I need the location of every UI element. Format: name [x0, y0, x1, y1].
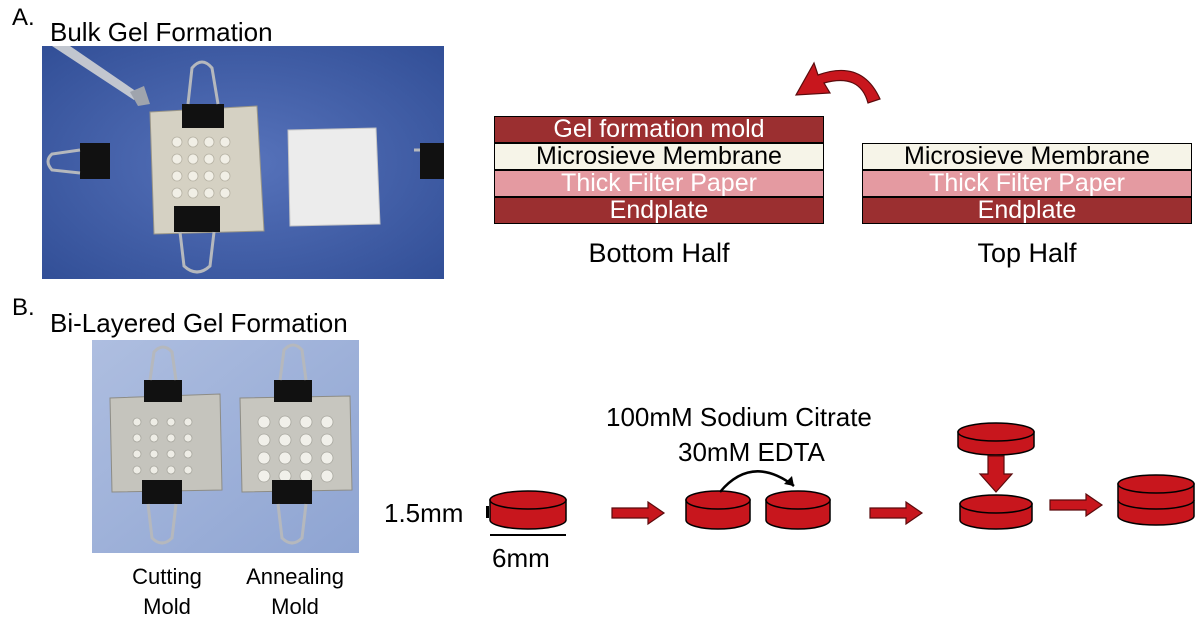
bottom-layer-membrane: Microsieve Membrane — [494, 143, 824, 170]
bilayer-gel-icon — [1118, 475, 1194, 525]
cut-disc-left-icon — [686, 491, 750, 529]
top-half-label: Top Half — [862, 238, 1192, 269]
process-arrow-3-icon — [1050, 494, 1102, 516]
top-layer-endplate: Endplate — [862, 197, 1192, 224]
bottom-layer-endplate: Endplate — [494, 197, 824, 224]
bottom-layer-mold: Gel formation mold — [494, 116, 824, 143]
transfer-arrow-icon — [720, 471, 794, 492]
cutting-mold-label-line2: Mold — [102, 592, 232, 622]
bilayer-process-diagram — [470, 420, 1200, 550]
panel-b-title: Bi-Layered Gel Formation — [50, 310, 348, 336]
height-indicator-icon — [486, 506, 489, 518]
bulk-gel-photo — [42, 46, 444, 279]
panel-b-letter: B. — [12, 296, 35, 320]
bottom-layer-filter-paper: Thick Filter Paper — [494, 170, 824, 197]
panel-a-title: Bulk Gel Formation — [50, 19, 273, 45]
annealing-mold-label: Annealing Mold — [230, 562, 360, 622]
molds-photo — [92, 340, 359, 553]
gel-disc-icon — [490, 491, 566, 529]
cut-disc-right-icon — [766, 491, 830, 529]
cutting-mold-label: Cutting Mold — [102, 562, 232, 622]
height-label: 1.5mm — [384, 498, 463, 529]
cutting-mold-label-line1: Cutting — [102, 562, 232, 592]
process-arrow-1-icon — [612, 502, 664, 524]
base-disc-icon — [960, 495, 1032, 529]
top-disc-icon — [958, 423, 1034, 455]
annealing-mold-label-line1: Annealing — [230, 562, 360, 592]
bottom-half-label: Bottom Half — [494, 238, 824, 269]
top-layer-membrane: Microsieve Membrane — [862, 143, 1192, 170]
process-arrow-2-icon — [870, 502, 922, 524]
flip-arrow-icon — [780, 55, 910, 115]
top-layer-filter-paper: Thick Filter Paper — [862, 170, 1192, 197]
panel-a-letter: A. — [12, 6, 35, 30]
down-arrow-icon — [980, 456, 1012, 492]
annealing-mold-label-line2: Mold — [230, 592, 360, 622]
